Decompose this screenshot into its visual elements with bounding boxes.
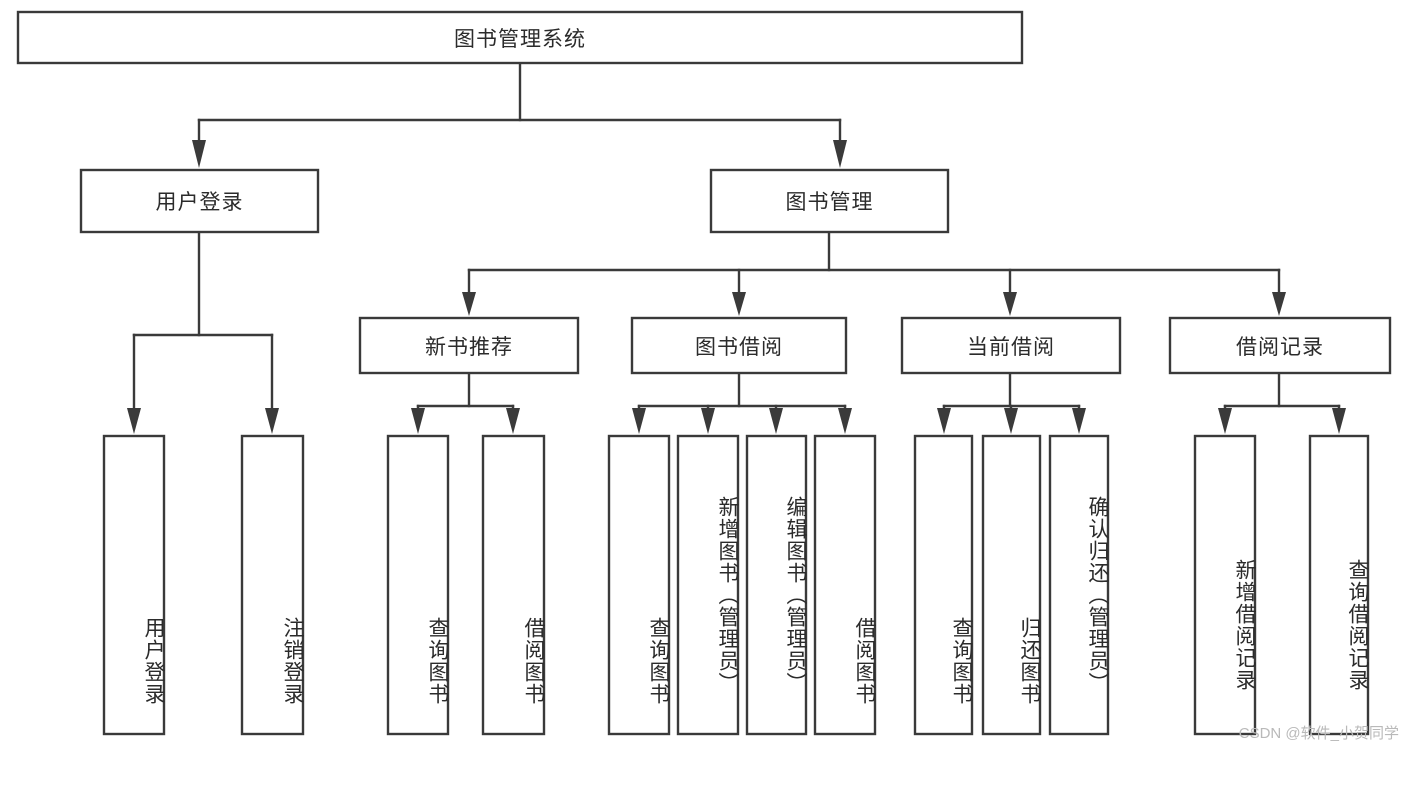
edges-book-borrow-to-leaves xyxy=(632,371,852,434)
node-leaf-add-book[interactable] xyxy=(676,434,740,736)
label-new-book-rec: 新书推荐 xyxy=(425,335,513,359)
label-book-borrow: 图书借阅 xyxy=(695,335,783,359)
edges-borrow-record-to-leaves xyxy=(1218,371,1346,434)
edges-user-login-to-leaves xyxy=(127,230,279,434)
node-borrow-record[interactable] xyxy=(1168,316,1392,375)
node-leaf-query-book-1[interactable] xyxy=(386,434,450,736)
node-user-login[interactable] xyxy=(79,168,320,234)
node-leaf-query-record[interactable] xyxy=(1308,434,1370,736)
node-leaf-add-record[interactable] xyxy=(1193,434,1257,736)
label-book-manage: 图书管理 xyxy=(785,191,874,214)
node-book-borrow[interactable] xyxy=(630,316,848,375)
edges-root-to-level2 xyxy=(192,61,847,168)
node-leaf-return-book[interactable] xyxy=(981,434,1042,736)
hierarchy-diagram-svg xyxy=(16,10,1392,736)
node-root[interactable] xyxy=(16,10,1024,65)
label-root: 图书管理系统 xyxy=(454,27,586,51)
node-leaf-logout[interactable] xyxy=(240,434,305,736)
node-leaf-confirm-return[interactable] xyxy=(1048,434,1110,736)
diagram-canvas: 图书管理系统 用户登录 图书管理 新书推荐 图书借阅 当前借阅 借阅记录 用户登… xyxy=(16,10,1399,742)
label-user-login: 用户登录 xyxy=(155,191,244,214)
node-leaf-edit-book[interactable] xyxy=(745,434,808,736)
label-current-borrow: 当前借阅 xyxy=(967,335,1055,359)
edges-new-book-rec-to-leaves xyxy=(411,371,520,434)
node-leaf-borrow-book-1[interactable] xyxy=(481,434,546,736)
node-leaf-query-book-3[interactable] xyxy=(913,434,974,736)
edges-book-manage-to-level3 xyxy=(462,230,1286,316)
label-borrow-record: 借阅记录 xyxy=(1236,335,1324,359)
node-new-book-rec[interactable] xyxy=(358,316,580,375)
node-leaf-user-login[interactable] xyxy=(102,434,166,736)
node-leaf-borrow-book-2[interactable] xyxy=(813,434,877,736)
csdn-watermark: CSDN @软件_小贺同学 xyxy=(1238,725,1399,742)
edges-current-borrow-to-leaves xyxy=(937,371,1086,434)
node-book-manage[interactable] xyxy=(709,168,950,234)
node-current-borrow[interactable] xyxy=(900,316,1122,375)
node-leaf-query-book-2[interactable] xyxy=(607,434,671,736)
